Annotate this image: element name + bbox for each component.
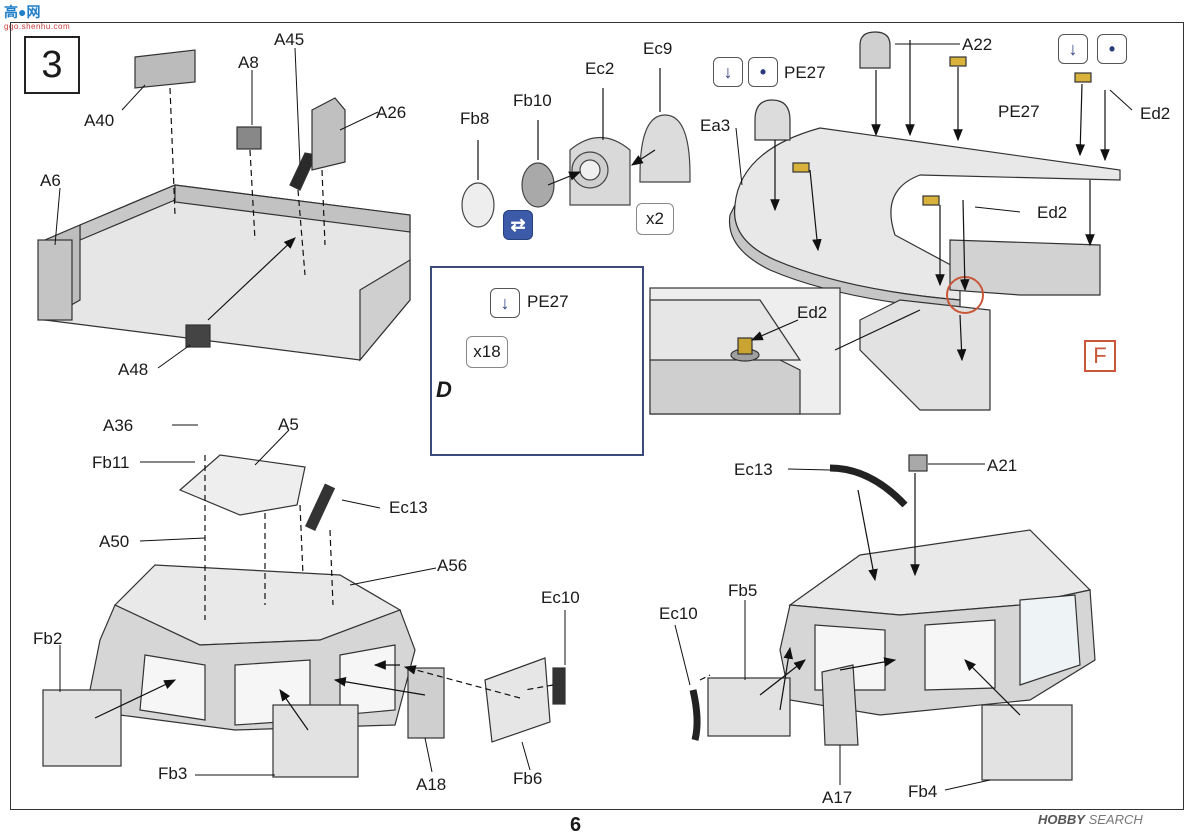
label-ed2-mid: Ed2 <box>1037 203 1068 222</box>
hull-compartment-drawing <box>37 49 411 362</box>
label-a36: A36 <box>103 416 134 435</box>
label-ec10-left: Ec10 <box>541 588 580 607</box>
label-fb2: Fb2 <box>33 629 63 648</box>
label-fb3: Fb3 <box>158 764 188 783</box>
label-ec13-left: Ec13 <box>389 498 428 517</box>
label-a56: A56 <box>437 556 468 575</box>
glue-icon: • <box>1097 34 1127 64</box>
press-down-icon: ↓ <box>490 288 520 318</box>
label-ec2: Ec2 <box>585 59 615 78</box>
cupola-left-drawing <box>42 454 566 778</box>
site-logo: 高●网 ggo.shenhu.com <box>4 2 70 31</box>
label-inset-pe27: PE27 <box>527 292 569 311</box>
detail-inset-box <box>430 266 644 456</box>
quantity-text: x18 <box>473 342 501 361</box>
section-marker-text: F <box>1093 343 1107 368</box>
flip-icon: ⇄ <box>503 210 533 240</box>
label-fb5: Fb5 <box>728 581 758 600</box>
label-a5: A5 <box>278 415 299 434</box>
label-fb6: Fb6 <box>513 769 543 788</box>
label-a45: A45 <box>274 30 305 49</box>
logo-text: 高●网 <box>4 4 41 20</box>
callout-d: D <box>436 377 452 402</box>
label-a18: A18 <box>416 775 447 794</box>
label-pe27-left: PE27 <box>784 63 826 82</box>
watermark-brand: HOBBY <box>1038 812 1085 827</box>
label-ed2-detail: Ed2 <box>797 303 828 322</box>
label-a50: A50 <box>99 532 130 551</box>
cupola-right-drawing <box>689 454 1096 781</box>
press-down-icon: ↓ <box>713 57 743 87</box>
label-a22: A22 <box>962 35 993 54</box>
label-ec13-right: Ec13 <box>734 460 773 479</box>
watermark: HOBBY SEARCH <box>1038 812 1143 827</box>
glue-icon: • <box>748 57 778 87</box>
press-down-icon: ↓ <box>1058 34 1088 64</box>
label-fb11: Fb11 <box>92 453 130 472</box>
logo-url: ggo.shenhu.com <box>4 22 71 31</box>
label-a26: A26 <box>376 103 407 122</box>
label-a40: A40 <box>84 111 115 130</box>
label-a6: A6 <box>40 171 61 190</box>
step-number: 3 <box>41 43 63 86</box>
label-fb8: Fb8 <box>460 109 490 128</box>
label-a17: A17 <box>822 788 853 807</box>
label-a8: A8 <box>238 53 259 72</box>
label-pe27-right: PE27 <box>998 102 1040 121</box>
section-marker-f: F <box>1084 340 1116 372</box>
label-a21: A21 <box>987 456 1018 475</box>
label-a48: A48 <box>118 360 149 379</box>
quantity-badge-x2: x2 <box>636 203 674 235</box>
step-number-box: 3 <box>24 36 80 94</box>
quantity-badge-x18: x18 <box>466 336 508 368</box>
label-ec9: Ec9 <box>643 39 673 58</box>
label-ed2-top: Ed2 <box>1140 104 1171 123</box>
ed2-detail-drawing <box>649 287 841 415</box>
label-ec10-right: Ec10 <box>659 604 698 623</box>
label-ea3: Ea3 <box>700 116 731 135</box>
label-fb4: Fb4 <box>908 782 938 801</box>
quantity-text: x2 <box>646 209 664 228</box>
hatch-parts-drawing <box>461 114 691 228</box>
label-fb10: Fb10 <box>513 91 552 110</box>
watermark-suffix: SEARCH <box>1084 812 1143 827</box>
page-number: 6 <box>570 814 582 836</box>
turret-floor-drawing <box>728 31 1121 411</box>
page-frame <box>10 22 1184 810</box>
